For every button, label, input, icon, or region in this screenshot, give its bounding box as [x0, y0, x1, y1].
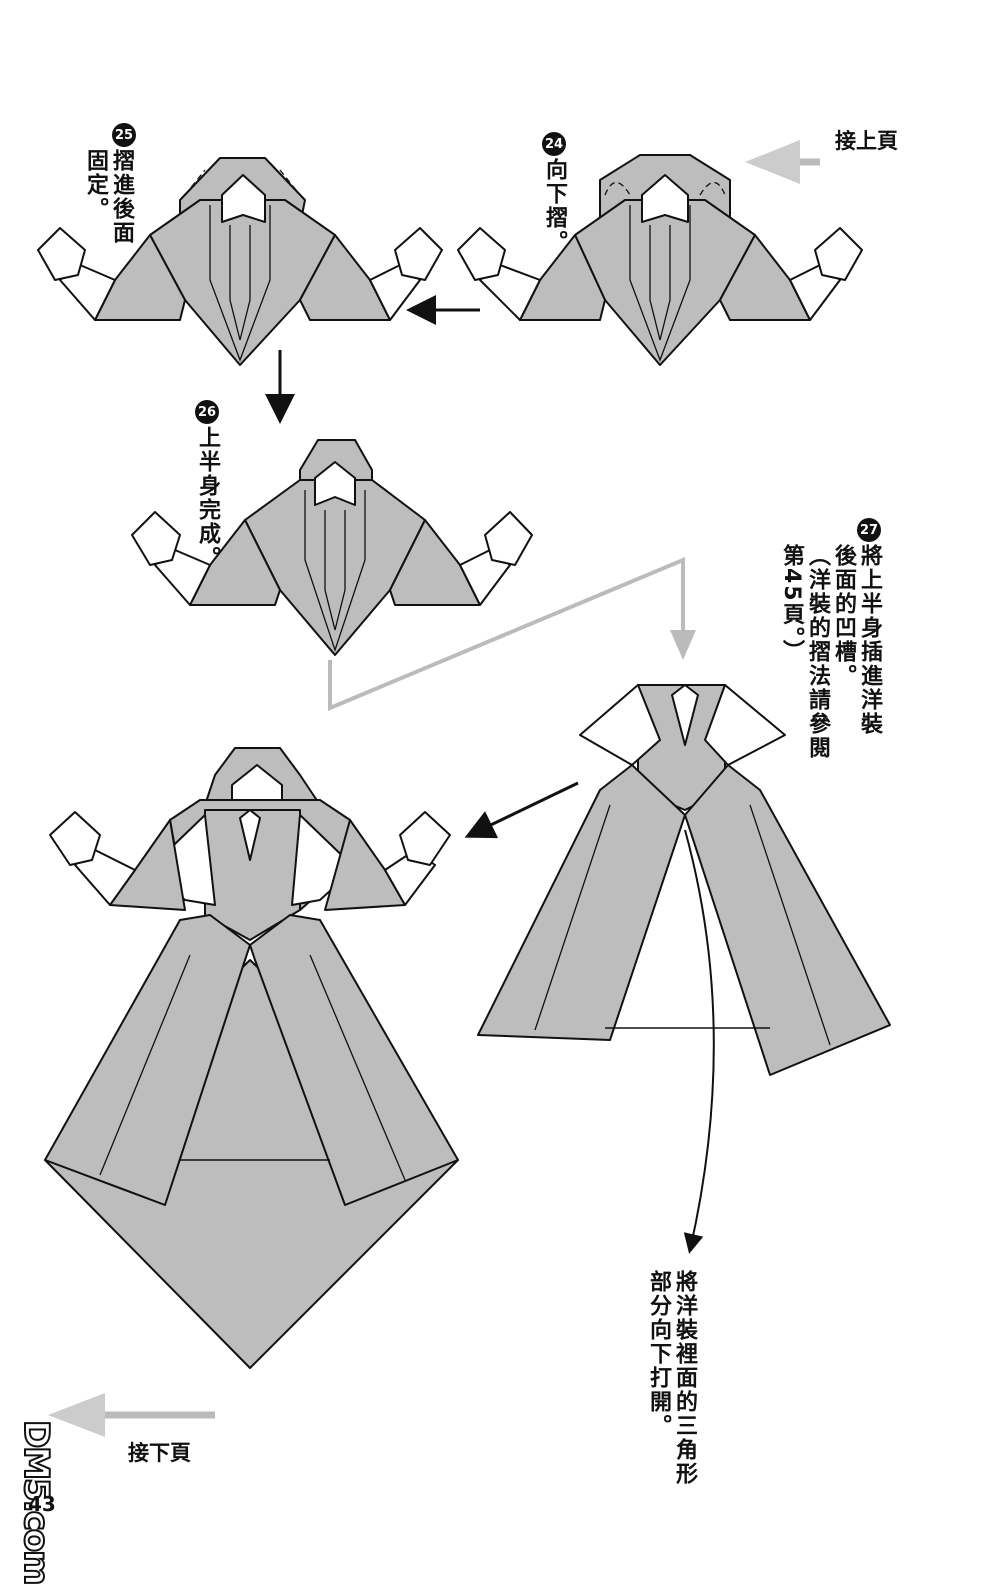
step-24-text: 向下摺。: [542, 158, 567, 254]
connector-arrow-26-to-27: [328, 556, 685, 712]
final-assembled-figure: [44, 747, 459, 1369]
step-26-figure: [131, 439, 533, 656]
step-26-text: 上半身完成。: [195, 426, 220, 570]
step-24-number: 24: [542, 132, 566, 156]
watermark-logo: DM5.com: [15, 1419, 57, 1584]
continue-from-prev-arrow: [745, 140, 820, 184]
step-24-figure: [457, 154, 863, 366]
continue-to-next-arrow: [48, 1393, 215, 1437]
step-25-figure: [37, 157, 443, 366]
connector-arrowhead: [670, 630, 696, 660]
step-25-number: 25: [112, 123, 136, 147]
step-27-number: 27: [857, 518, 881, 542]
continue-from-prev-label: 接上頁: [835, 129, 898, 153]
page-number: 43: [28, 1492, 56, 1516]
open-triangle-note: 將洋裝裡面的三角形 部分向下打開。: [646, 1270, 697, 1486]
continue-to-next-label: 接下頁: [128, 1441, 191, 1465]
step-27-dress-figure: [477, 684, 891, 1254]
arrow-27-to-final: [464, 781, 579, 839]
step-26-number: 26: [195, 400, 219, 424]
step-27-text: 將上半身插進洋裝 後面的凹槽。 （洋裝的摺法請參閱 第45頁。）: [779, 544, 882, 760]
step-25-text: 摺進後面 固定。: [83, 149, 134, 245]
